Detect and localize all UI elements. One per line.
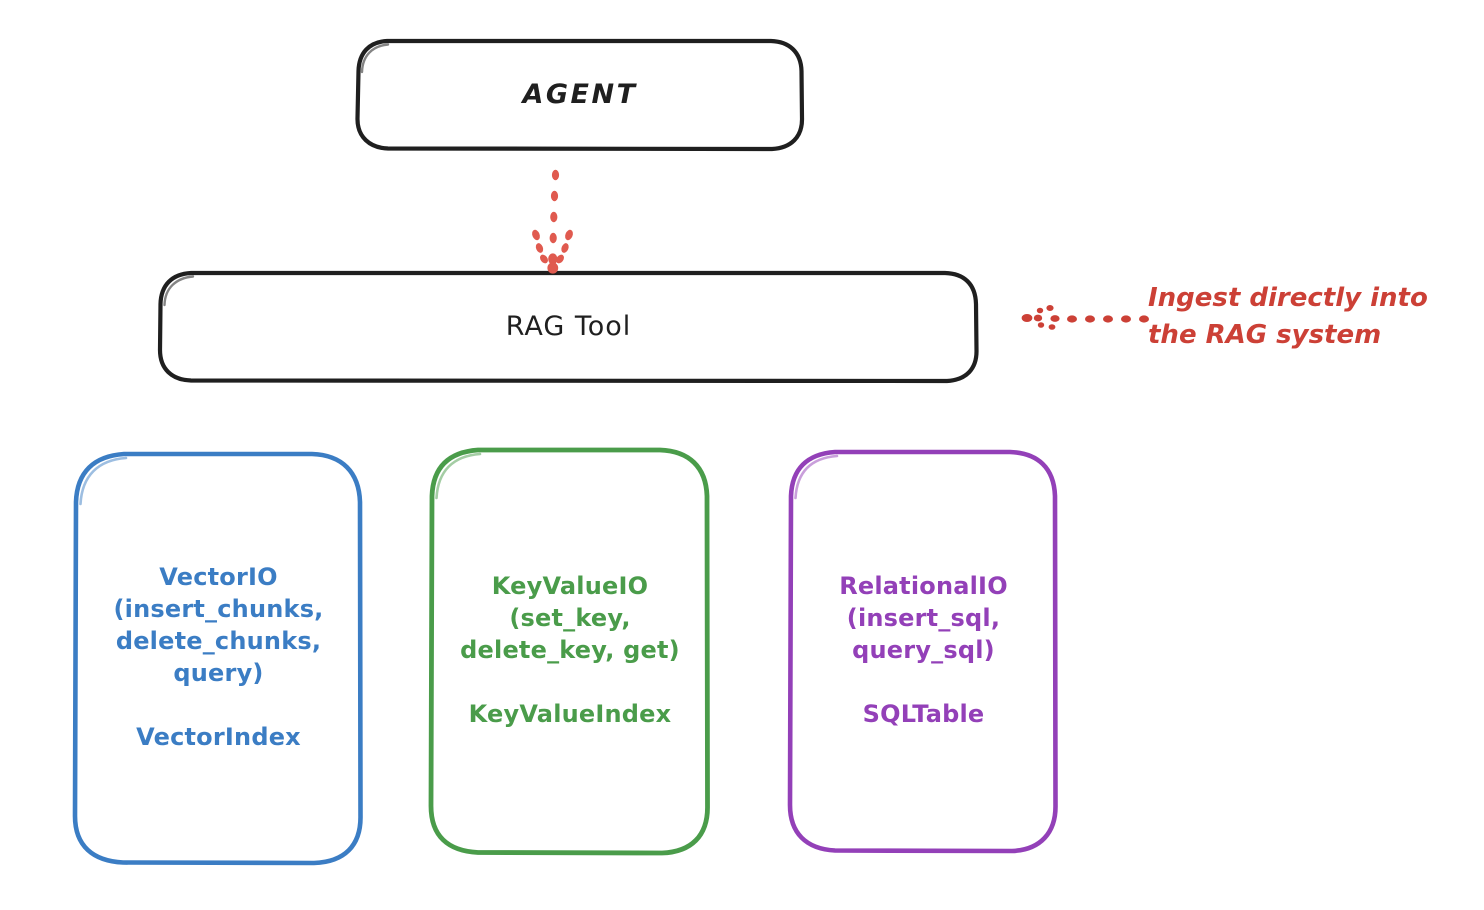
node-key-value-io[interactable]: KeyValueIO (set_key, delete_key, get) Ke… <box>428 446 712 856</box>
connector-ingest-pointer <box>1016 296 1149 340</box>
node-agent-label: AGENT <box>522 78 638 110</box>
node-agent[interactable]: AGENT <box>355 38 805 152</box>
node-rag-tool[interactable]: RAG Tool <box>157 270 980 384</box>
node-vector-io-label: VectorIO (insert_chunks, delete_chunks, … <box>113 563 324 751</box>
agent-to-rag-arrow-icon <box>532 169 573 274</box>
connector-agent-to-rag-tool <box>505 155 625 280</box>
ingest-arrow-icon <box>1021 305 1149 330</box>
node-relational-io[interactable]: RelationalIO (insert_sql, query_sql) SQL… <box>787 448 1060 854</box>
node-vector-io[interactable]: VectorIO (insert_chunks, delete_chunks, … <box>72 450 365 866</box>
node-rag-tool-label: RAG Tool <box>505 310 632 342</box>
annotation-ingest-text: Ingest directly into the RAG system <box>1148 283 1428 350</box>
node-key-value-io-label: KeyValueIO (set_key, delete_key, get) Ke… <box>460 572 680 728</box>
node-relational-io-label: RelationalIO (insert_sql, query_sql) SQL… <box>839 572 1008 728</box>
